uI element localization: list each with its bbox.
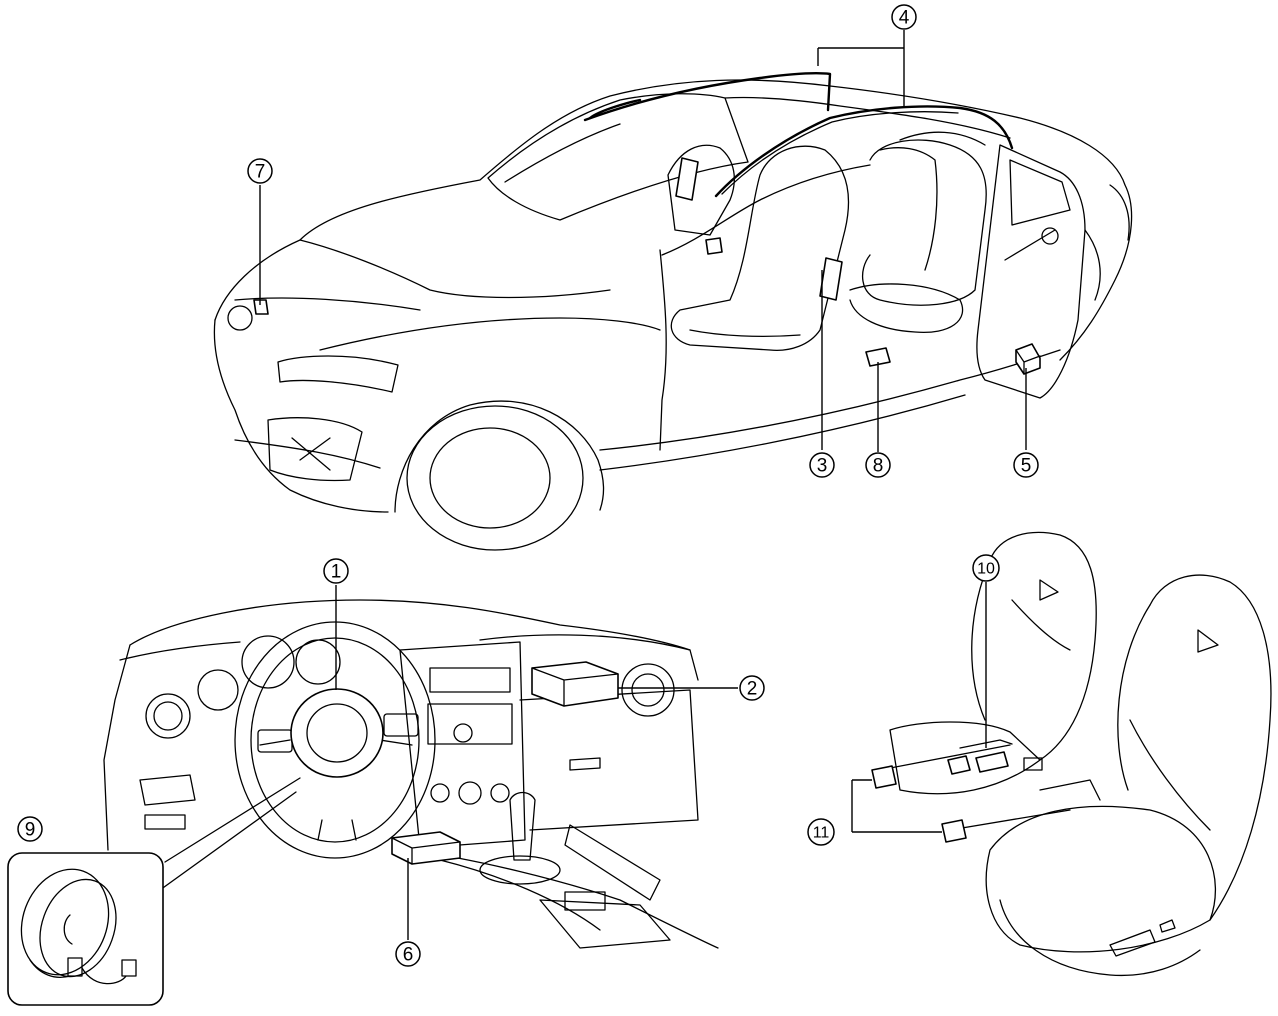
callout-8-label: 8 xyxy=(873,456,884,477)
callout-11-label: 11 xyxy=(813,825,830,842)
dashboard-leader-lines xyxy=(335,585,738,940)
callout-1-label: 1 xyxy=(331,562,342,583)
callout-4-label: 4 xyxy=(899,8,910,29)
callout-3-label: 3 xyxy=(817,456,828,477)
passenger-side-air-bag-module xyxy=(675,157,699,201)
callout-10-label: 10 xyxy=(977,561,995,578)
seat-weight-sensors xyxy=(871,755,971,843)
side-air-bag-sensor xyxy=(865,347,891,367)
side-air-bag-module xyxy=(819,257,843,301)
front-crash-sensor xyxy=(253,299,269,315)
callout-5-label: 5 xyxy=(1021,456,1032,477)
clock-spring-inset xyxy=(7,777,301,1006)
seat-leader-lines xyxy=(851,582,987,833)
dashboard-illustration xyxy=(103,599,719,949)
callout-3: 3 xyxy=(809,452,835,478)
callout-4: 4 xyxy=(891,4,917,30)
driver-air-bag-module xyxy=(290,688,384,778)
callout-1: 1 xyxy=(323,558,349,584)
callout-2-label: 2 xyxy=(747,679,758,700)
callout-10: 10 xyxy=(972,554,1000,582)
car-illustration xyxy=(213,79,1133,551)
callout-2: 2 xyxy=(739,675,765,701)
callout-9: 9 xyxy=(17,816,43,842)
seats-illustration xyxy=(879,531,1272,977)
callout-6-label: 6 xyxy=(403,945,414,966)
callout-11: 11 xyxy=(807,818,835,846)
callout-7: 7 xyxy=(247,158,273,184)
curtain-air-bag-modules xyxy=(583,72,1014,198)
callout-9-label: 9 xyxy=(25,820,36,841)
seat-weight-sensor-control-module xyxy=(959,739,1013,773)
rear-side-air-bag-sensor xyxy=(1015,343,1041,375)
sas-control-module xyxy=(391,831,461,865)
callout-6: 6 xyxy=(395,941,421,967)
callout-8: 8 xyxy=(865,452,891,478)
b-pillar-sensor xyxy=(705,237,723,255)
callout-7-label: 7 xyxy=(255,162,266,183)
car-leader-lines xyxy=(259,30,1027,452)
passenger-air-bag-module xyxy=(531,661,619,707)
callout-5: 5 xyxy=(1013,452,1039,478)
